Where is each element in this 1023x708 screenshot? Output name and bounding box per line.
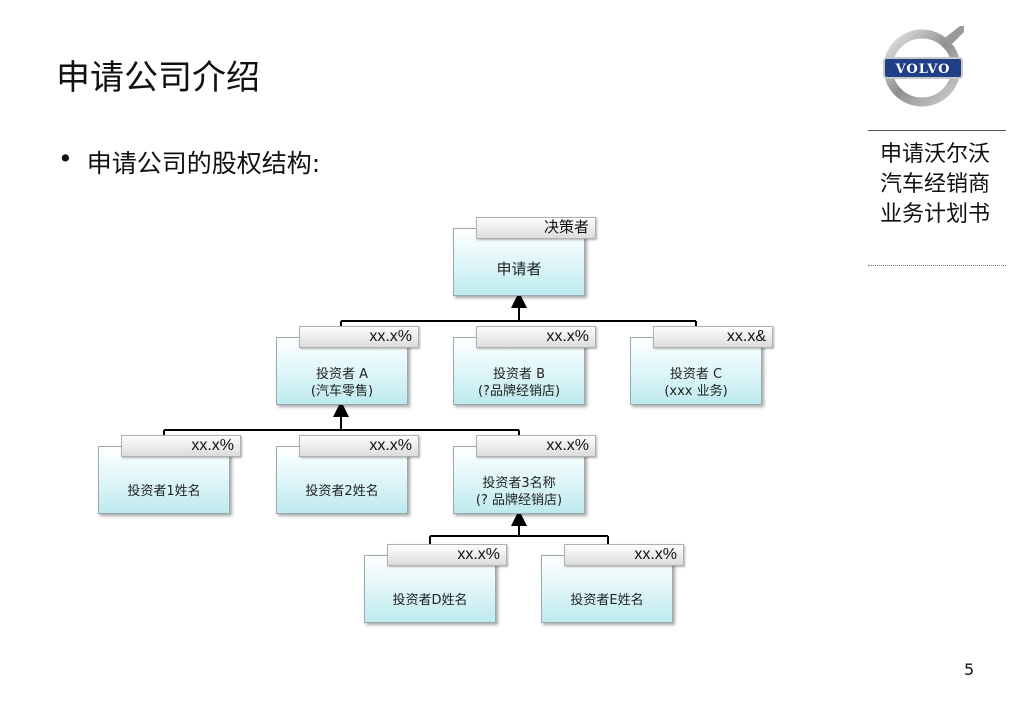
node-investor-a-tag: xx.x% [299,326,419,348]
page-title: 申请公司介绍 [56,58,260,98]
node-investor-b: xx.x% 投资者 B (?品牌经销店) [453,326,596,405]
node-investor-2-label: 投资者2姓名 [305,484,379,499]
volvo-logo-icon: VOLVO [883,26,964,107]
bullet-item: • 申请公司的股权结构: [58,144,320,180]
node-investor-3-label: 投资者3名称 (? 品牌经销店) [475,476,563,508]
node-investor-a-label: 投资者 A (汽车零售) [310,367,374,399]
node-applicant-tag: 决策者 [476,217,596,239]
page-number: 5 [964,660,975,679]
node-investor-2-tag: xx.x% [299,435,419,457]
node-investor-c-tag: xx.x& [653,326,773,348]
node-investor-2: xx.x% 投资者2姓名 [276,435,419,514]
node-investor-b-tag: xx.x% [476,326,596,348]
node-investor-b-label: 投资者 B (?品牌经销店) [477,367,561,399]
node-investor-e: xx.x% 投资者E姓名 [541,544,684,623]
node-applicant-label: 申请者 [496,260,542,278]
node-investor-d: xx.x% 投资者D姓名 [364,544,507,623]
node-investor-3-tag: xx.x% [476,435,596,457]
node-applicant: 决策者 申请者 [453,217,596,296]
node-investor-1-label: 投资者1姓名 [127,484,201,499]
node-investor-c: xx.x& 投资者 C (xxx 业务) [630,326,773,405]
node-investor-e-tag: xx.x% [564,544,684,566]
sidebar-top-rule [868,130,1006,131]
node-investor-d-tag: xx.x% [387,544,507,566]
sidebar-document-title: 申请沃尔沃汽车经销商业务计划书 [880,142,991,227]
bullet-text: 申请公司的股权结构: [86,149,321,178]
svg-text:VOLVO: VOLVO [895,62,951,77]
node-investor-3: xx.x% 投资者3名称 (? 品牌经销店) [453,435,596,514]
node-investor-a: xx.x% 投资者 A (汽车零售) [276,326,419,405]
node-investor-1-tag: xx.x% [121,435,241,457]
node-investor-e-label: 投资者E姓名 [570,593,644,608]
node-investor-1: xx.x% 投资者1姓名 [98,435,241,514]
bullet-marker: • [58,144,73,173]
node-investor-c-label: 投资者 C (xxx 业务) [664,367,728,399]
node-investor-d-label: 投资者D姓名 [392,593,468,608]
sidebar-bottom-rule [868,265,1006,266]
